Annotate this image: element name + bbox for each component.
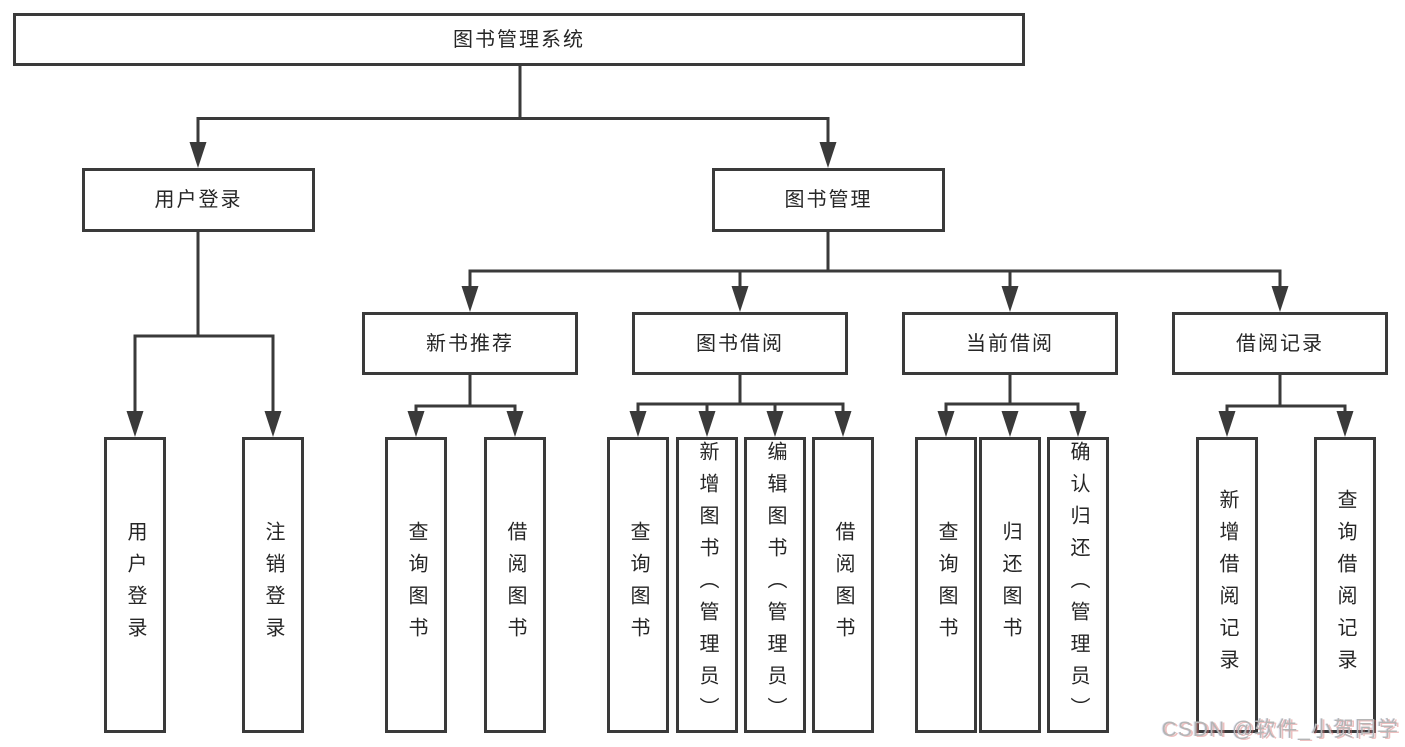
leaf-query-books-current: 查询图书 [915,437,977,733]
node-label: 新增图书（管理员） [696,441,718,729]
node-book-borrow: 图书借阅 [632,312,848,375]
node-label: 查询图书 [627,521,649,649]
leaf-user-login: 用户登录 [104,437,166,733]
node-label: 新书推荐 [426,332,514,355]
leaf-query-books-borrow: 查询图书 [607,437,669,733]
node-label: 当前借阅 [966,332,1054,355]
leaf-return-books: 归还图书 [979,437,1041,733]
leaf-add-borrow-record: 新增借阅记录 [1196,437,1258,733]
node-label: 查询图书 [405,521,427,649]
node-book-management: 图书管理 [712,168,945,232]
node-label: 编辑图书（管理员） [764,441,786,729]
leaf-query-borrow-record: 查询借阅记录 [1314,437,1376,733]
node-label: 图书管理 [784,189,873,211]
node-label: 图书管理系统 [453,28,585,51]
node-label: 归还图书 [999,521,1021,649]
node-user-login: 用户登录 [82,168,315,232]
node-label: 借阅记录 [1236,332,1324,355]
node-label: 借阅图书 [832,521,854,649]
node-label: 新增借阅记录 [1216,489,1238,681]
node-label: 用户登录 [124,521,146,649]
node-label: 借阅图书 [504,521,526,649]
node-new-book-recommend: 新书推荐 [362,312,578,375]
node-library-system: 图书管理系统 [13,13,1025,66]
leaf-logout: 注销登录 [242,437,304,733]
leaf-borrow-books-recommend: 借阅图书 [484,437,546,733]
node-label: 查询借阅记录 [1334,489,1356,681]
node-label: 图书借阅 [696,332,784,355]
node-label: 查询图书 [935,521,957,649]
leaf-borrow-books: 借阅图书 [812,437,874,733]
node-label: 用户登录 [154,189,243,211]
leaf-confirm-return-admin: 确认归还（管理员） [1047,437,1109,733]
leaf-query-books-recommend: 查询图书 [385,437,447,733]
node-label: 确认归还（管理员） [1067,441,1089,729]
leaf-edit-book-admin: 编辑图书（管理员） [744,437,806,733]
leaf-add-book-admin: 新增图书（管理员） [676,437,738,733]
node-label: 注销登录 [262,521,284,649]
node-borrow-records: 借阅记录 [1172,312,1388,375]
node-current-borrow: 当前借阅 [902,312,1118,375]
watermark: CSDN @软件_小贺同学 [1161,718,1399,741]
